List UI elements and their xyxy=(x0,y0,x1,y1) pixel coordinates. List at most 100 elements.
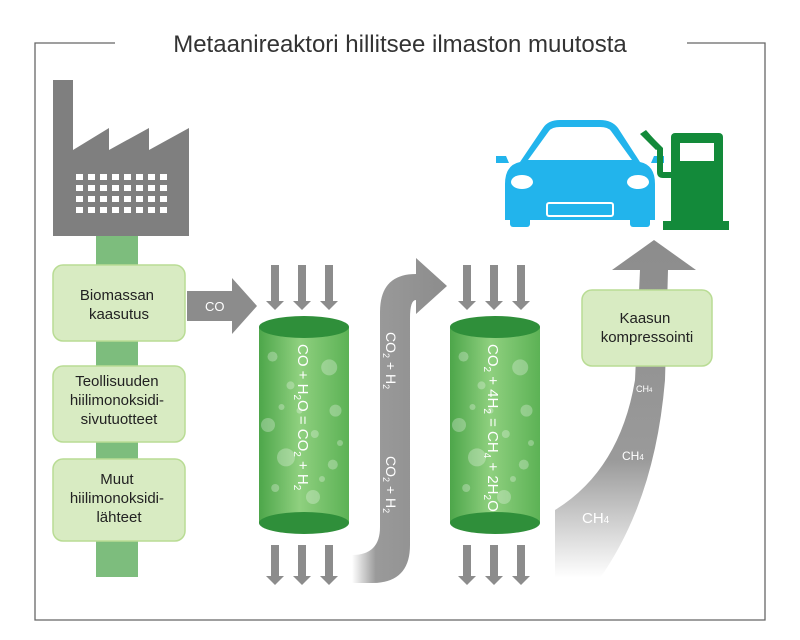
factory-window xyxy=(112,174,119,180)
car-icon xyxy=(496,120,664,227)
co2-h2-label-lower: CO2 + H2 xyxy=(381,456,399,513)
factory-window xyxy=(136,174,143,180)
ch4-label-small: CH4 xyxy=(636,384,653,394)
bubble xyxy=(501,430,510,438)
source-label-line: kaasutus xyxy=(89,306,149,323)
bubble xyxy=(271,484,280,492)
reactor-2-output-arrows xyxy=(458,545,530,585)
source-label-line: hiilimonoksidi- xyxy=(70,392,164,409)
bubble xyxy=(267,351,278,362)
compression-box: Kaasun kompressointi xyxy=(581,289,713,367)
diagram-title: Metaanireaktori hillitsee ilmaston muuto… xyxy=(173,31,627,58)
source-label-line: sivutuotteet xyxy=(81,411,159,428)
bubble xyxy=(319,476,325,482)
bubble xyxy=(261,418,275,432)
factory-window xyxy=(88,185,95,191)
bubble xyxy=(528,440,534,446)
svg-text:Kaasun kompressointi: Kaasun kompressointi xyxy=(601,310,694,346)
reactor-1-input-arrows xyxy=(266,265,338,310)
bubble xyxy=(510,476,516,482)
factory-window xyxy=(88,207,95,213)
factory-window xyxy=(76,207,83,213)
fuel-pump-icon xyxy=(640,130,729,230)
factory-window xyxy=(124,185,131,191)
down-arrow-icon xyxy=(512,265,530,310)
co2-h2-label-upper: CO2 + H2 xyxy=(381,332,399,389)
factory-window xyxy=(76,174,83,180)
reactor-2: CO2 + 4H2 = CH4 + 2H2O xyxy=(450,316,540,534)
down-arrow-icon xyxy=(320,265,338,310)
factory-window xyxy=(100,185,107,191)
svg-text:Muut hiilimonoksidi-: Muut hiilimonoksidi- lähteet xyxy=(70,471,168,526)
factory-window xyxy=(112,196,119,202)
source-box-other: Muut hiilimonoksidi- lähteet xyxy=(52,458,186,542)
factory-window xyxy=(124,196,131,202)
bubble xyxy=(296,407,303,414)
co-flow-arrow: CO xyxy=(187,278,257,334)
bubble xyxy=(452,418,466,432)
down-arrow-icon xyxy=(266,265,284,310)
factory-window xyxy=(88,196,95,202)
compression-label-line: Kaasun xyxy=(619,310,670,327)
factory-window xyxy=(100,207,107,213)
ch4-label-large: CH4 xyxy=(582,510,610,527)
source-label-line: hiilimonoksidi- xyxy=(70,490,164,507)
bubble xyxy=(497,490,511,504)
bubble xyxy=(286,381,295,390)
factory-window xyxy=(136,207,143,213)
reactor-1: CO + H2O = CO2 + H2 xyxy=(259,316,349,534)
bubble xyxy=(321,359,338,376)
source-box-biomass: Biomassan kaasutus xyxy=(52,264,186,342)
bubble xyxy=(512,359,529,376)
reactor-2-input-arrows xyxy=(458,265,530,310)
bubble xyxy=(477,381,486,390)
down-arrow-icon xyxy=(293,545,311,585)
source-box-industrial: Teollisuuden hiilimonoksidi- sivutuottee… xyxy=(52,365,186,443)
bubble xyxy=(468,448,486,467)
factory-window xyxy=(148,185,155,191)
ch4-label-medium: CH4 xyxy=(622,449,644,463)
source-label-line: lähteet xyxy=(96,509,142,526)
factory-window xyxy=(112,185,119,191)
factory-window xyxy=(136,185,143,191)
source-label-line: Muut xyxy=(100,471,134,488)
down-arrow-icon xyxy=(485,265,503,310)
reaction-2-label: CO2 + 4H2 = CH4 + 2H2O xyxy=(481,344,501,512)
factory-window xyxy=(160,185,167,191)
svg-text:Biomassan kaasutus: Biomassan kaasutus xyxy=(80,287,158,323)
down-arrow-icon xyxy=(512,545,530,585)
reaction-1-label: CO + H2O = CO2 + H2 xyxy=(291,344,311,491)
compression-label-line: kompressointi xyxy=(601,329,694,346)
down-arrow-icon xyxy=(320,545,338,585)
factory-window xyxy=(160,207,167,213)
down-arrow-icon xyxy=(458,545,476,585)
bubble xyxy=(487,407,494,414)
down-arrow-icon xyxy=(266,545,284,585)
svg-text:Teollisuuden hiilimonoks: Teollisuuden hiilimonoksidi- sivutuottee… xyxy=(70,373,168,428)
bubble xyxy=(469,404,476,410)
bubble xyxy=(458,351,469,362)
bubble xyxy=(277,448,295,467)
factory-window xyxy=(76,185,83,191)
bubble xyxy=(329,404,342,417)
factory-window xyxy=(160,196,167,202)
down-arrow-icon xyxy=(485,545,503,585)
source-label-line: Biomassan xyxy=(80,287,154,304)
factory-window xyxy=(124,207,131,213)
down-arrow-icon xyxy=(293,265,311,310)
bubble xyxy=(278,404,285,410)
factory-window xyxy=(76,196,83,202)
source-label-line: Teollisuuden xyxy=(75,373,158,390)
factory-window xyxy=(160,174,167,180)
factory-window xyxy=(100,196,107,202)
reactor-1-output-arrows xyxy=(266,545,338,585)
factory-window xyxy=(88,174,95,180)
factory-window xyxy=(100,174,107,180)
factory-window xyxy=(136,196,143,202)
factory-window xyxy=(148,174,155,180)
bubble xyxy=(462,484,471,492)
bubble xyxy=(306,490,320,504)
factory-window xyxy=(148,196,155,202)
co2-h2-flow-arrow: CO2 + H2 CO2 + H2 xyxy=(352,258,447,583)
